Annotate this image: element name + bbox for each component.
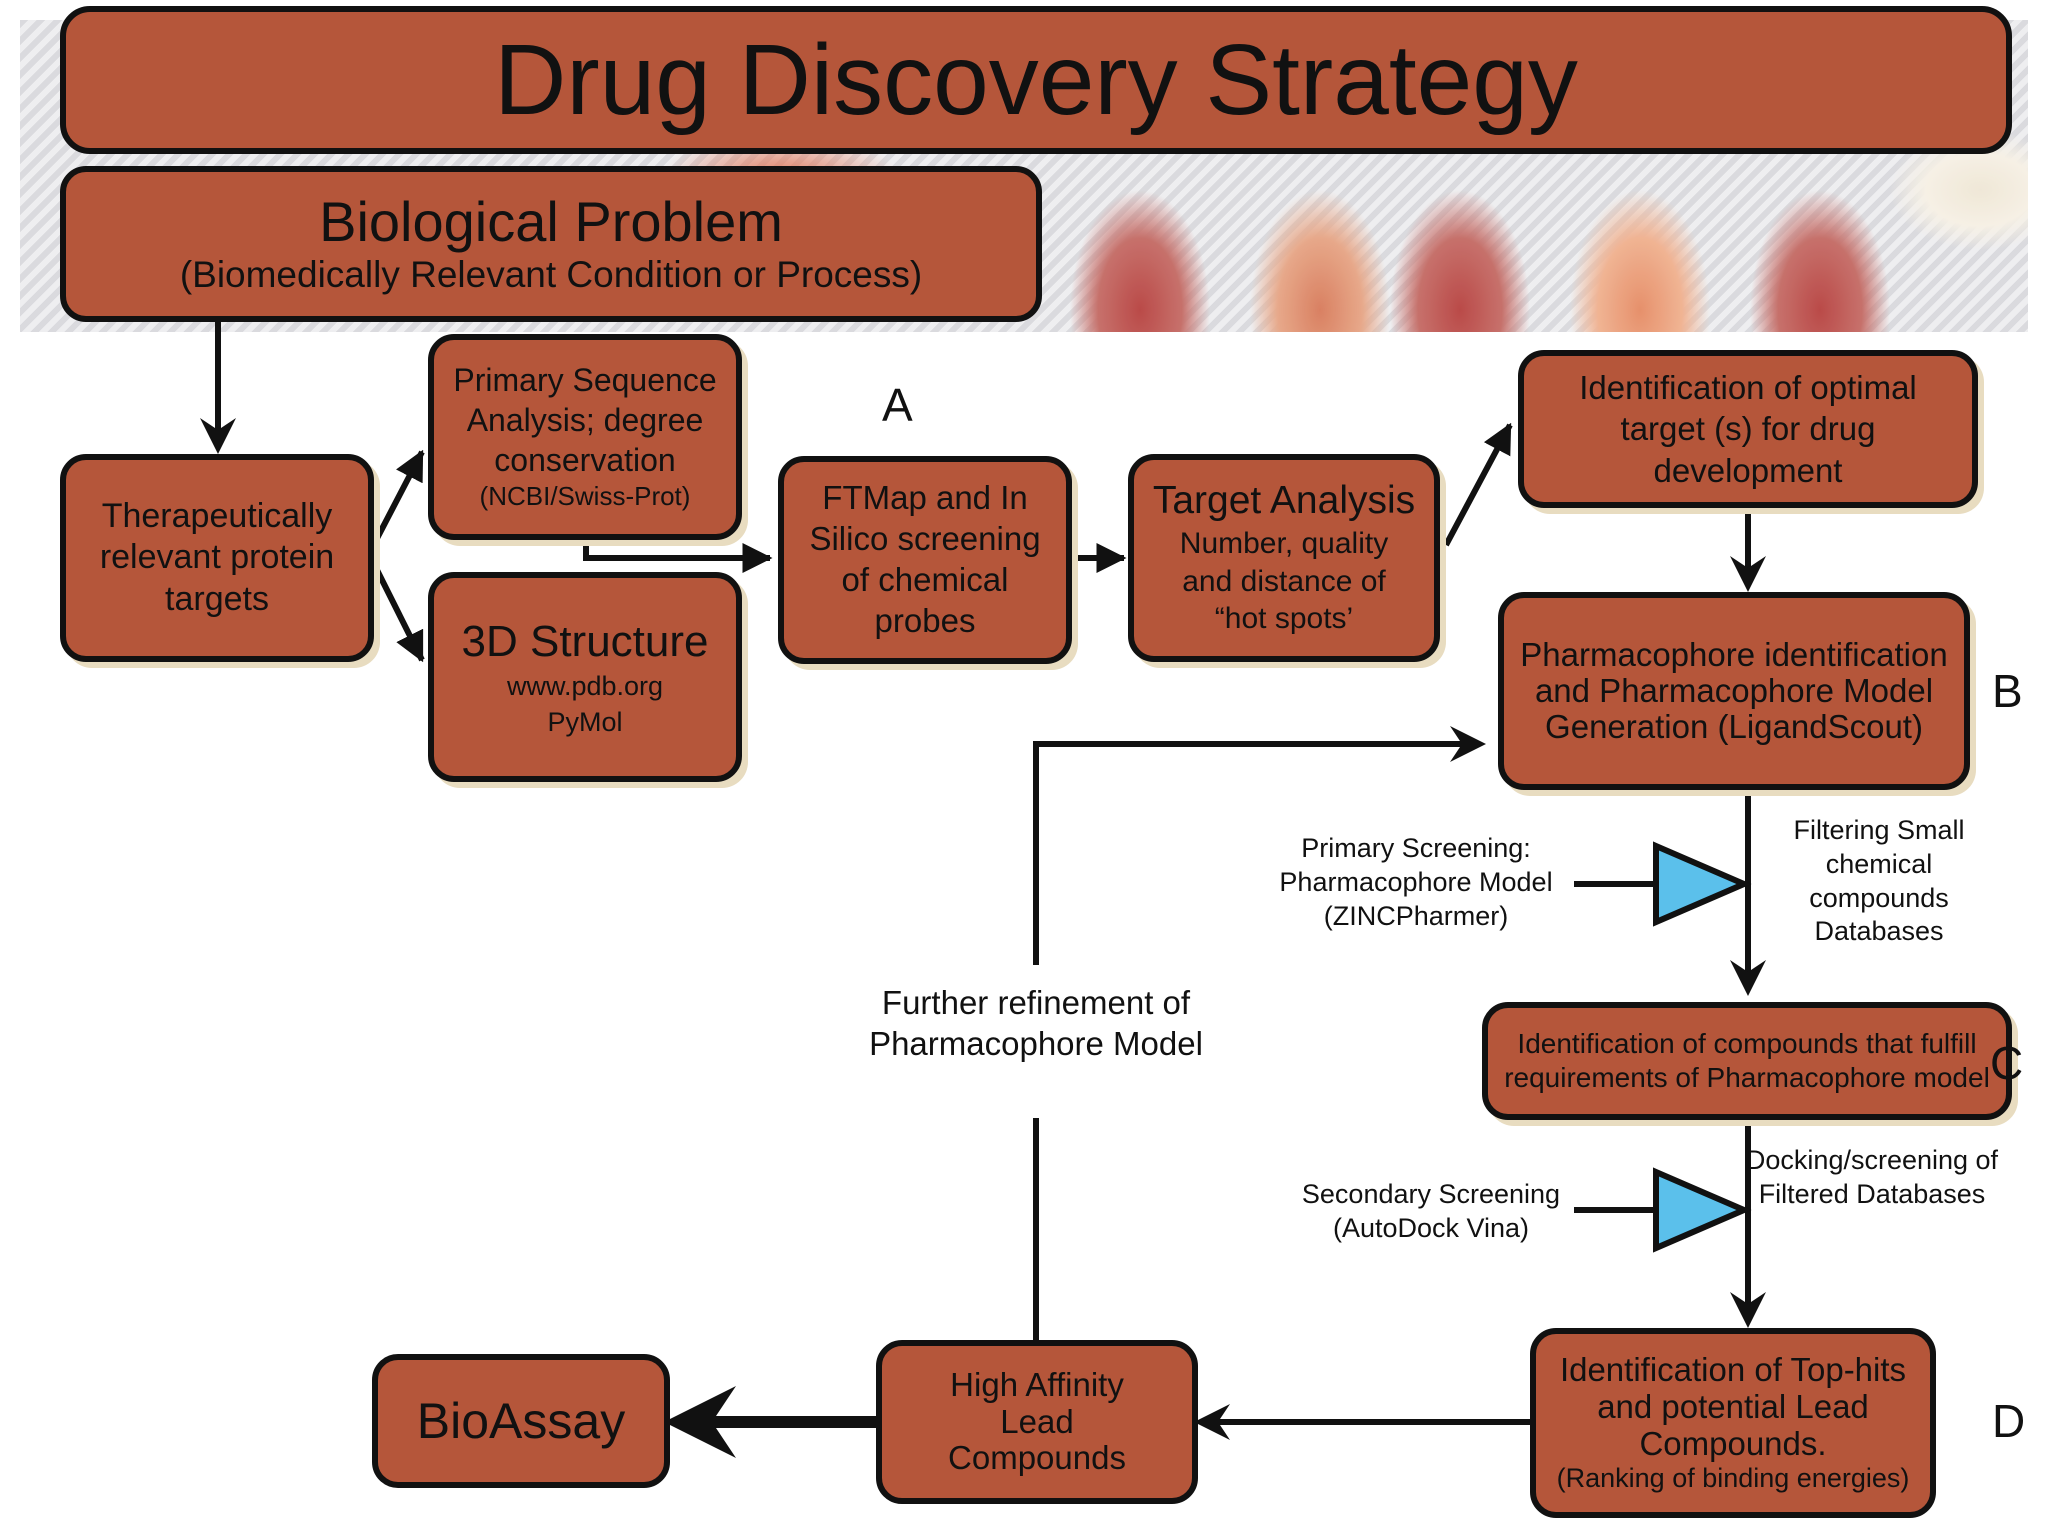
ftmap-label: FTMap and In Silico screening of chemica…: [809, 479, 1041, 639]
refinement-label: Further refinement of Pharmacophore Mode…: [869, 984, 1203, 1063]
arrow-refinement-upper: [1033, 726, 1486, 965]
sequence-analysis-box: Primary Sequence Analysis; degree conser…: [428, 334, 742, 540]
target-analysis-title: Target Analysis: [1152, 479, 1416, 523]
secondary-screening-label: Secondary Screening (AutoDock Vina): [1301, 1179, 1561, 1243]
top-hits-box: Identification of Top-hits and potential…: [1530, 1328, 1936, 1518]
section-letter-b: B: [1992, 665, 2023, 717]
optimal-target-label: Identification of optimal target (s) for…: [1579, 369, 1917, 489]
compounds-fulfill-label: Identification of compounds that fulfill…: [1504, 1027, 1990, 1093]
primary-screening-triangle: [1653, 841, 1752, 927]
biological-problem-subtitle: (Biomedically Relevant Condition or Proc…: [179, 253, 923, 295]
structure-pymol: PyMol: [547, 706, 623, 737]
structure-label: 3D Structure: [461, 617, 709, 667]
target-analysis-detail: Number, quality and distance of “hot spo…: [1179, 527, 1389, 636]
pharmacophore-box: Pharmacophore identification and Pharmac…: [1498, 592, 1970, 790]
biological-problem-title: Biological Problem: [319, 190, 783, 253]
sequence-analysis-label: Primary Sequence Analysis; degree conser…: [453, 362, 717, 479]
arrow-targets-to-sequence: [369, 449, 425, 550]
high-affinity-box: High Affinity Lead Compounds: [876, 1340, 1198, 1504]
arrow-sequence-to-ftmap: [583, 540, 773, 573]
primary-screening-label: Primary Screening: Pharmacophore Model (…: [1279, 833, 1553, 931]
title-box: Drug Discovery Strategy: [60, 6, 2012, 154]
secondary-screening-triangle: [1653, 1167, 1752, 1253]
arrow-targets-to-structure: [373, 566, 425, 663]
target-analysis-box: Target Analysis Number, quality and dist…: [1128, 454, 1440, 662]
top-hits-label: Identification of Top-hits and potential…: [1559, 1351, 1907, 1462]
docking-screening-label: Docking/screening of Filtered Databases: [1745, 1145, 1999, 1209]
filtering-databases-label: Filtering Small chemical compounds Datab…: [1793, 815, 1965, 947]
section-letter-a: A: [882, 379, 913, 431]
structure-box: 3D Structure www.pdb.org PyMol: [428, 572, 742, 782]
optimal-target-box: Identification of optimal target (s) for…: [1518, 350, 1978, 508]
section-letter-c: C: [1990, 1037, 2024, 1089]
sequence-analysis-source: (NCBI/Swiss-Prot): [479, 481, 691, 512]
section-letter-d: D: [1992, 1395, 2026, 1447]
compounds-fulfill-box: Identification of compounds that fulfill…: [1482, 1002, 2012, 1120]
high-affinity-label: High Affinity Lead Compounds: [948, 1365, 1126, 1477]
top-hits-ranking: (Ranking of binding energies): [1556, 1462, 1910, 1493]
ftmap-box: FTMap and In Silico screening of chemica…: [778, 456, 1072, 664]
structure-pdb: www.pdb.org: [506, 671, 664, 702]
pharmacophore-label: Pharmacophore identification and Pharmac…: [1520, 635, 1948, 746]
bioassay-box: BioAssay: [372, 1354, 670, 1488]
protein-targets-box: Therapeutically relevant protein targets: [60, 454, 374, 662]
protein-targets-label: Therapeutically relevant protein targets: [99, 496, 335, 618]
bioassay-label: BioAssay: [416, 1393, 626, 1449]
biological-problem-box: Biological Problem (Biomedically Relevan…: [60, 166, 1042, 322]
arrow-target-analysis-to-optimal: [1443, 422, 1513, 547]
page-title: Drug Discovery Strategy: [494, 24, 1578, 136]
